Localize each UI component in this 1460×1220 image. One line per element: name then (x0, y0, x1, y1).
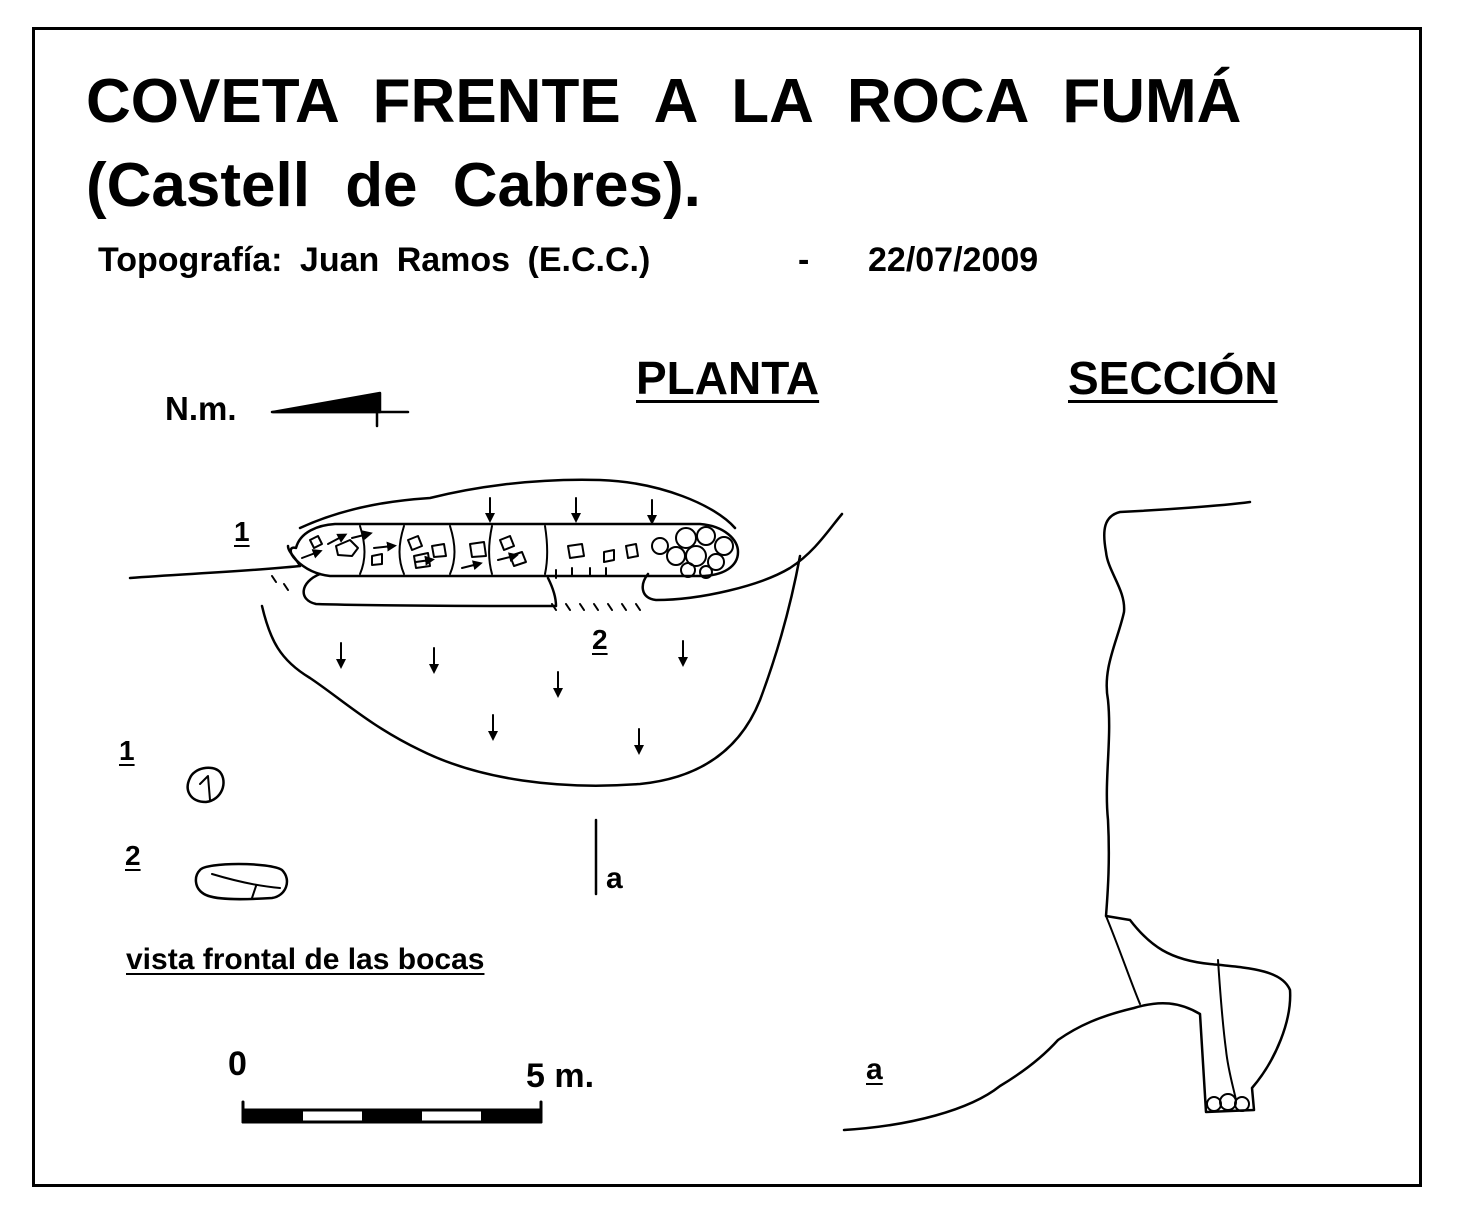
survey-date: 22/07/2009 (868, 241, 1039, 279)
plan-slope-outline (260, 554, 802, 787)
map-frame (32, 27, 1422, 1187)
plan-gallery (289, 522, 740, 578)
plan-boulders (651, 526, 734, 579)
plan-slope-arrows (336, 497, 688, 755)
scale-end-label: 5 m. (526, 1057, 595, 1095)
north-arrow-icon (270, 391, 410, 428)
front-view-1-label: 1 (119, 735, 135, 766)
plan-lower-lip (302, 572, 558, 608)
entrance-2-label: 2 (592, 624, 608, 655)
plan-gallery-blocks (309, 535, 639, 569)
map-title: COVETA FRENTE A LA ROCA FUMÁ (86, 67, 1242, 136)
credit-separator: - (798, 241, 810, 279)
scale-start-label: 0 (228, 1045, 247, 1083)
plan-gallery-arrows (301, 530, 519, 571)
plan-heading: PLANTA (636, 352, 820, 404)
section-cliff-outline (842, 500, 1292, 1132)
front-view-2-label: 2 (125, 840, 141, 871)
survey-credit: Topografía: Juan Ramos (E.C.C.) (98, 241, 651, 279)
plan-section-marker-label: a (606, 862, 623, 895)
section-marker-label: a (866, 1053, 883, 1086)
plan-dripline (271, 567, 641, 611)
plan-floor-line (128, 564, 302, 580)
north-label: N.m. (165, 390, 237, 427)
plan-upper-outline (298, 478, 737, 530)
front-view-2-shape (194, 862, 289, 901)
front-view-caption: vista frontal de las bocas (126, 943, 485, 976)
plan-gallery-dividers (359, 525, 549, 575)
plan-right-outline (641, 512, 844, 602)
plan-entrance-lip (286, 544, 302, 568)
map-subtitle: (Castell de Cabres). (86, 151, 701, 220)
scale-bar (241, 1100, 543, 1124)
section-heading: SECCIÓN (1068, 352, 1278, 404)
section-inner-lines (1105, 915, 1237, 1101)
section-boulders (1206, 1093, 1250, 1112)
front-view-1-shape (186, 766, 225, 804)
entrance-1-label: 1 (234, 516, 250, 547)
